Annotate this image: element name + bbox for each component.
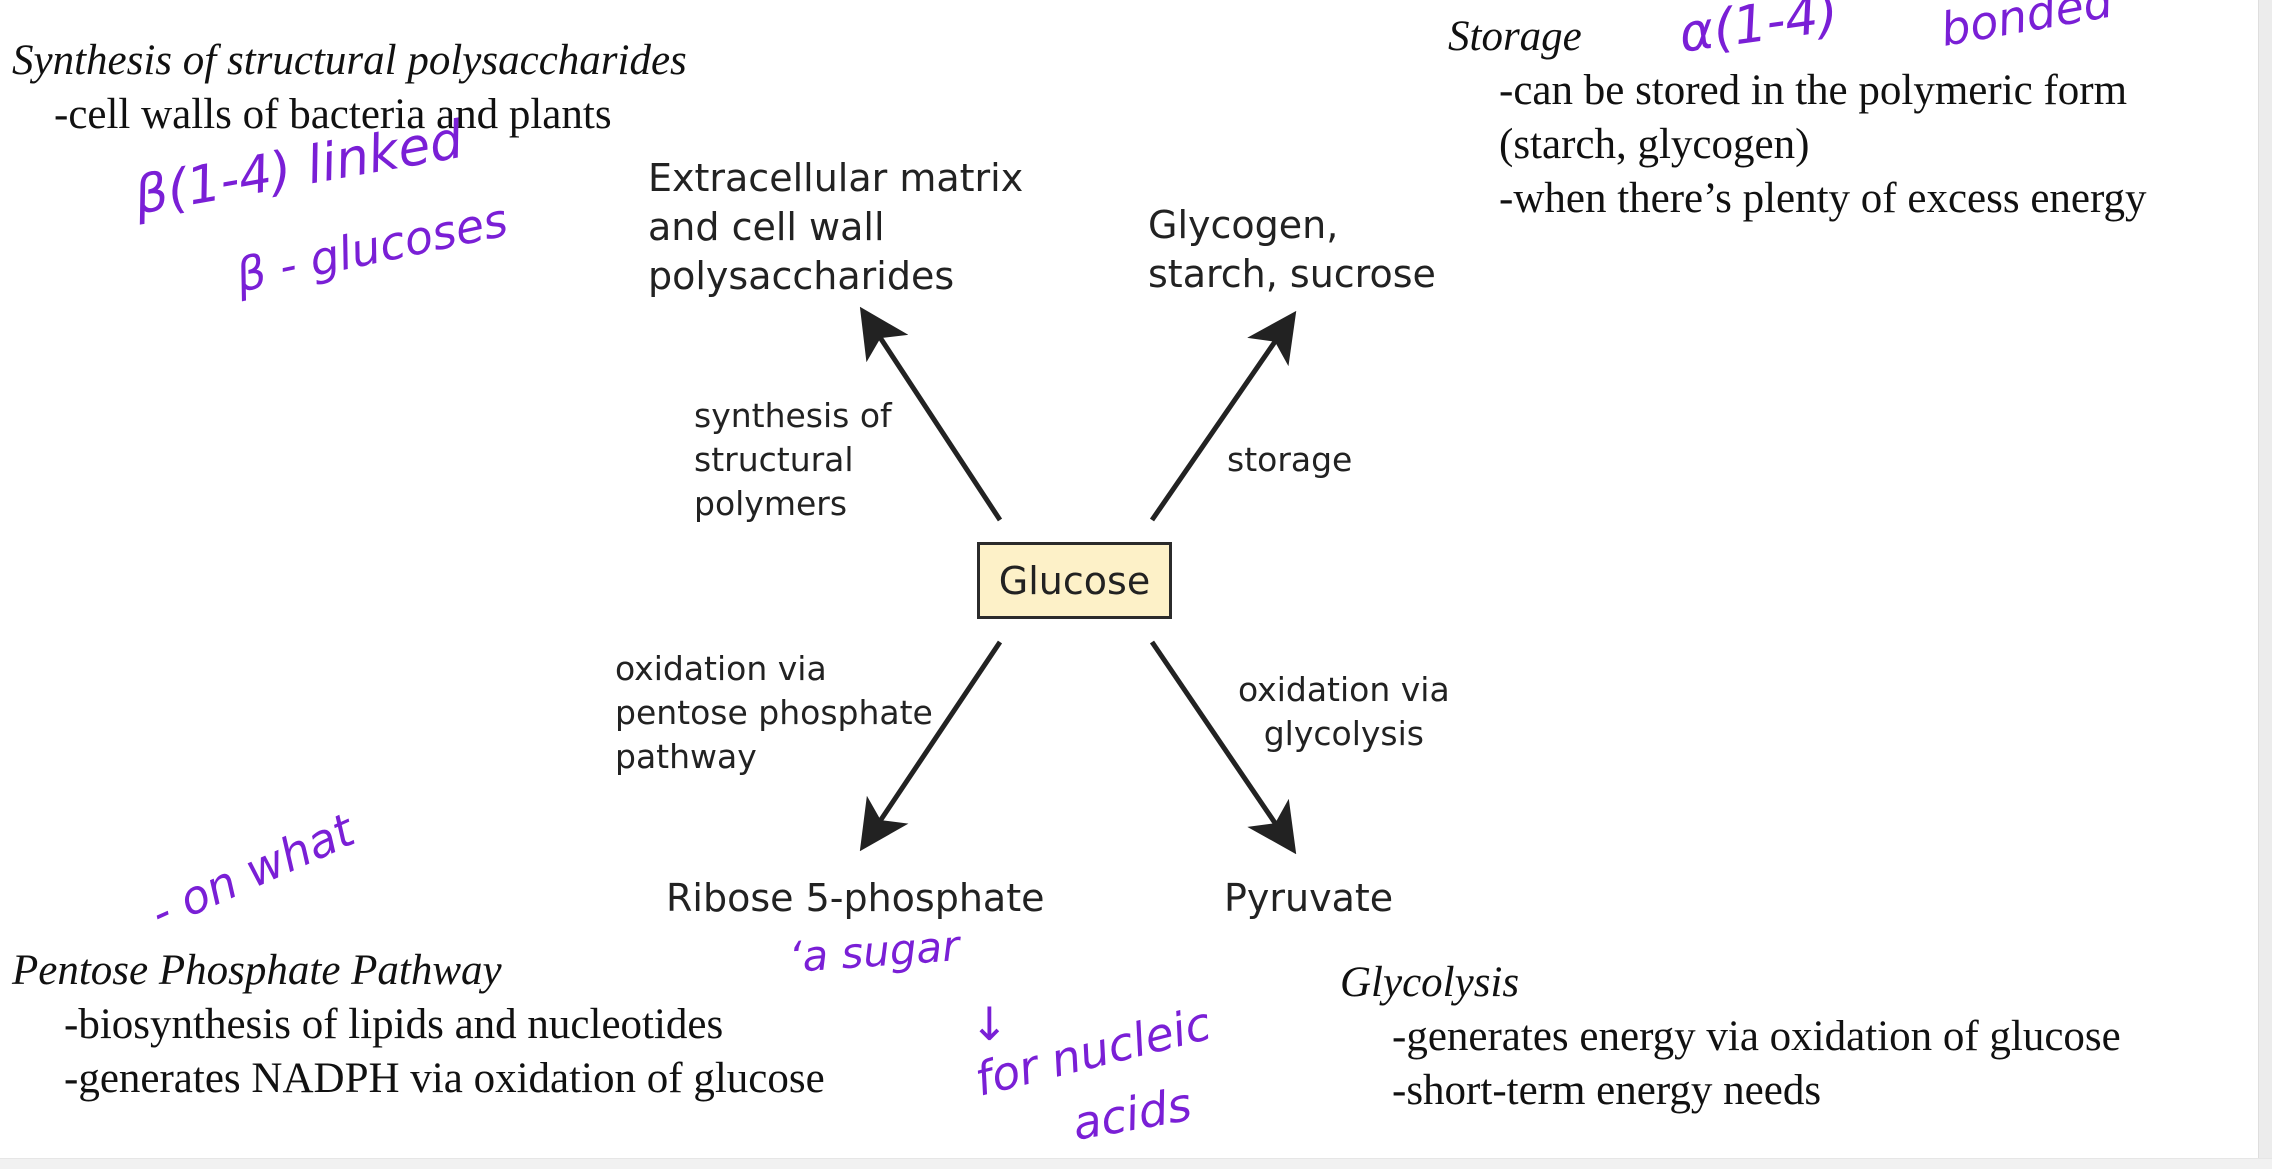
- note-glycolysis-heading: Glycolysis: [1340, 959, 1520, 1006]
- ink-bonded: bonded: [1937, 0, 2118, 57]
- edge-label-glycolysis: oxidation via glycolysis: [1238, 668, 1450, 756]
- node-pyruvate: Pyruvate: [1224, 874, 1393, 923]
- edge-structural-line-3: polymers: [694, 484, 848, 523]
- node-storage-line-2: starch, sucrose: [1148, 252, 1436, 296]
- edge-glycolysis-line-2: glycolysis: [1263, 714, 1424, 753]
- edge-ppp-line-1: oxidation via: [615, 649, 827, 688]
- node-extracellular-matrix: Extracellular matrix and cell wall polys…: [648, 154, 1023, 301]
- node-ribose-5-phosphate: Ribose 5-phosphate: [666, 874, 1045, 923]
- edge-storage-line-1: storage: [1227, 440, 1353, 479]
- note-structural-line-1: -cell walls of bacteria and plants: [54, 91, 612, 138]
- arrow-to-ecm: [859, 306, 1003, 522]
- note-ppp: Pentose Phosphate Pathway -biosynthesis …: [12, 944, 825, 1106]
- node-ecm-line-3: polysaccharides: [648, 254, 955, 298]
- ink-beta-glucoses: β - glucoses: [230, 193, 512, 303]
- note-storage-line-1: -can be stored in the polymeric form: [1499, 67, 2128, 114]
- note-ppp-heading: Pentose Phosphate Pathway: [12, 947, 502, 994]
- note-structural: Synthesis of structural polysaccharides …: [12, 34, 687, 142]
- ink-on-what: - on what: [143, 802, 364, 940]
- page-edge: [2258, 0, 2272, 1168]
- edge-glycolysis-line-1: oxidation via: [1238, 670, 1450, 709]
- note-storage-line-2: (starch, glycogen): [1499, 121, 1810, 168]
- arrow-to-pyruvate: [1149, 640, 1297, 855]
- note-glycolysis: Glycolysis -generates energy via oxidati…: [1340, 956, 2121, 1118]
- note-glycolysis-line-2: -short-term energy needs: [1392, 1067, 1822, 1114]
- note-structural-heading: Synthesis of structural polysaccharides: [12, 37, 687, 84]
- node-storage-line-1: Glycogen,: [1148, 203, 1339, 247]
- ink-acids: acids: [1069, 1077, 1196, 1151]
- note-storage-line-3: -when there’s plenty of excess energy: [1499, 175, 2147, 222]
- note-glycolysis-line-1: -generates energy via oxidation of gluco…: [1392, 1013, 2121, 1060]
- edge-ppp-line-3: pathway: [615, 737, 757, 776]
- edge-ppp-line-2: pentose phosphate: [615, 693, 933, 732]
- node-ecm-line-1: Extracellular matrix: [648, 156, 1024, 200]
- node-ribose-line-1: Ribose 5-phosphate: [666, 876, 1045, 920]
- note-ppp-line-1: -biosynthesis of lipids and nucleotides: [64, 1001, 724, 1048]
- arrow-to-storage: [1149, 310, 1297, 522]
- ink-alpha-bond: α(1-4): [1675, 0, 1842, 65]
- edge-label-ppp: oxidation via pentose phosphate pathway: [615, 647, 933, 779]
- node-pyruvate-line-1: Pyruvate: [1224, 876, 1394, 920]
- note-ppp-line-2: -generates NADPH via oxidation of glucos…: [64, 1055, 825, 1102]
- ink-a-sugar: ‘a sugar: [787, 921, 963, 982]
- edge-label-storage: storage: [1227, 438, 1352, 482]
- edge-structural-line-2: structural: [694, 440, 854, 479]
- arrow-to-ribose: [859, 640, 1003, 852]
- note-storage-heading: Storage: [1448, 13, 1582, 60]
- page-bottom-strip: [0, 1158, 2272, 1169]
- edge-structural-line-1: synthesis of: [694, 396, 892, 435]
- node-glycogen-starch-sucrose: Glycogen, starch, sucrose: [1148, 201, 1436, 299]
- node-glucose: Glucose: [977, 542, 1172, 619]
- node-ecm-line-2: and cell wall: [648, 205, 885, 249]
- edge-label-structural: synthesis of structural polymers: [694, 394, 892, 526]
- ink-down-arrow: ↓: [970, 997, 1009, 1051]
- note-storage: Storage -can be stored in the polymeric …: [1448, 10, 2147, 226]
